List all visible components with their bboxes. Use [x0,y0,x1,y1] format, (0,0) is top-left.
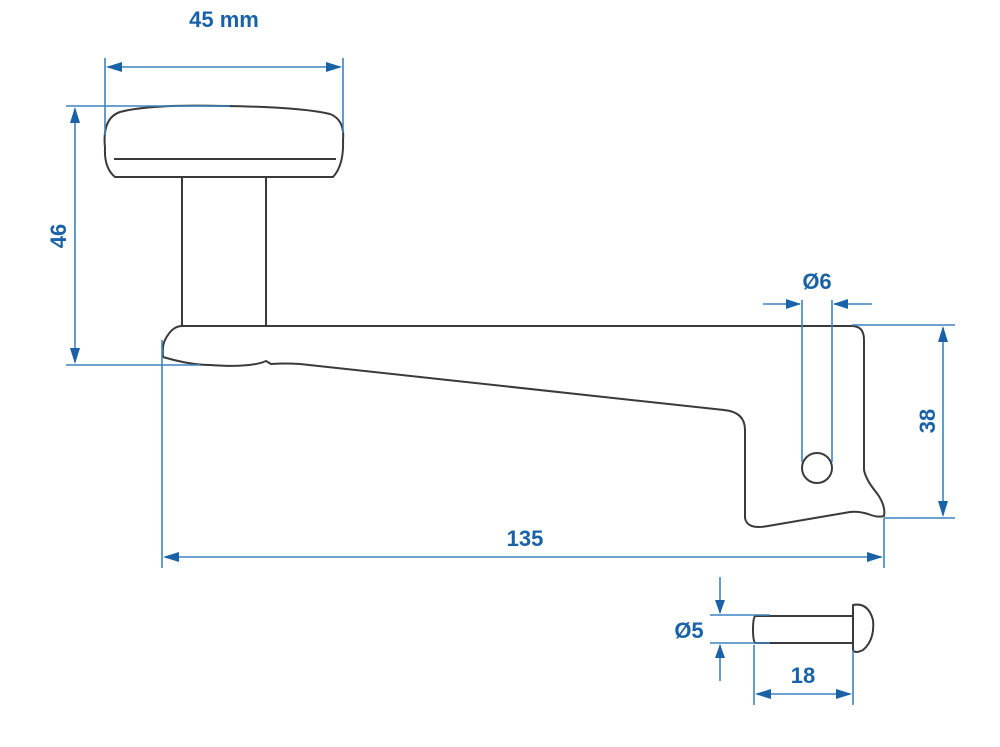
dim-label-hole-diameter: Ø6 [802,269,831,294]
crank-handle-part [103,104,886,528]
dim-label-total-length: 135 [507,526,544,551]
dimension-total-length: 135 [161,340,885,568]
dimension-pin-length: 18 [753,645,854,705]
dimension-hole-diameter: Ø6 [763,269,872,462]
dim-label-arm-end-height: 38 [915,409,940,433]
dim-label-knob-width: 45 mm [189,7,259,32]
dimension-arm-end-height: 38 [852,324,955,519]
dimension-knob-width: 45 mm [104,7,344,135]
dimension-total-height: 46 [46,105,230,366]
pin-part [752,603,875,653]
dim-label-pin-diameter: Ø5 [674,618,703,643]
pin-body [752,615,854,644]
dim-label-total-height: 46 [46,224,71,248]
pivot-hole [801,452,833,484]
dim-label-pin-length: 18 [791,663,815,688]
pin-head [852,603,875,653]
arm-outline [161,325,886,528]
knob-outline [103,104,345,178]
dimension-pin-diameter: Ø5 [674,577,770,681]
